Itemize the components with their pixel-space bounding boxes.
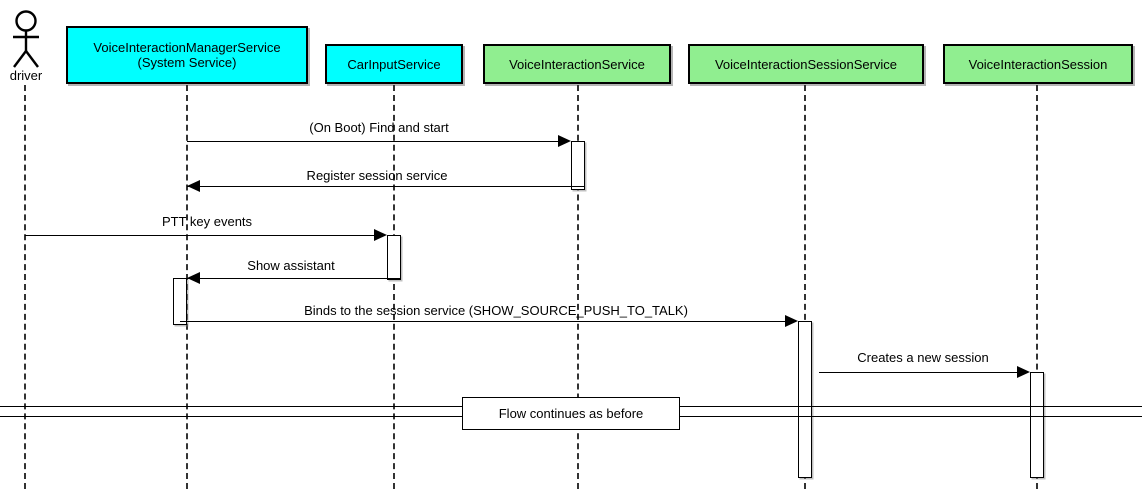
participant-voiceinteractionservice[interactable]: VoiceInteractionService [483, 44, 671, 84]
participant-voiceinteractionmanagerservice[interactable]: VoiceInteractionManagerService (System S… [66, 26, 308, 84]
lifeline-driver [24, 85, 26, 489]
message-line-show-assistant [187, 278, 401, 279]
participant-label: CarInputService [347, 56, 441, 72]
arrowhead-show-assistant [187, 272, 200, 284]
message-line-creates-a-new-session [819, 372, 1017, 373]
message-label-show-assistant: Show assistant [247, 258, 335, 273]
message-label-binds-to-session-service: Binds to the session service (SHOW_SOURC… [304, 303, 688, 318]
participant-label: VoiceInteractionSession [968, 56, 1108, 72]
message-line-on-boot-find-and-start [187, 141, 558, 142]
arrowhead-creates-a-new-session [1017, 366, 1030, 378]
message-line-register-session-service [187, 186, 585, 187]
participant-voiceinteractionsessionservice[interactable]: VoiceInteractionSessionService [688, 44, 924, 84]
arrowhead-ptt-key-events [374, 229, 387, 241]
lifeline-viss [804, 85, 806, 489]
activation-bar-voiceinteractionmanagerservice [173, 278, 187, 325]
message-label-ptt-key-events: PTT key events [161, 214, 253, 229]
arrowhead-binds-to-session-service [785, 315, 798, 327]
actor-driver-label: driver [9, 68, 43, 83]
message-label-creates-a-new-session: Creates a new session [857, 350, 989, 365]
activation-bar-voiceinteractionsession [1030, 372, 1044, 478]
lifeline-vis [577, 85, 579, 489]
arrowhead-register-session-service [187, 180, 200, 192]
participant-voiceinteractionsession[interactable]: VoiceInteractionSession [943, 44, 1133, 84]
message-line-ptt-key-events [25, 235, 374, 236]
participant-carinputservice[interactable]: CarInputService [325, 44, 463, 84]
arrowhead-on-boot-find-and-start [558, 135, 571, 147]
divider-flow-continues-box: Flow continues as before [462, 397, 680, 430]
activation-bar-voiceinteractionsessionservice [798, 321, 812, 478]
activation-bar-voiceinteractionservice [571, 141, 585, 190]
lifeline-vims [186, 85, 188, 489]
participant-label: VoiceInteractionSessionService [714, 56, 898, 72]
activation-bar-carinputservice [387, 235, 401, 280]
message-label-register-session-service: Register session service [306, 168, 448, 183]
actor-driver [5, 10, 47, 75]
participant-label: VoiceInteractionService [509, 56, 645, 72]
message-label-on-boot-find-and-start: (On Boot) Find and start [309, 120, 449, 135]
lifeline-cis [393, 85, 395, 489]
message-line-binds-to-session-service [180, 321, 785, 322]
stick-figure-icon [13, 10, 39, 68]
participant-label: VoiceInteractionManagerService (System S… [93, 40, 281, 70]
lifeline-vsession [1036, 85, 1038, 489]
divider-label: Flow continues as before [498, 406, 644, 421]
